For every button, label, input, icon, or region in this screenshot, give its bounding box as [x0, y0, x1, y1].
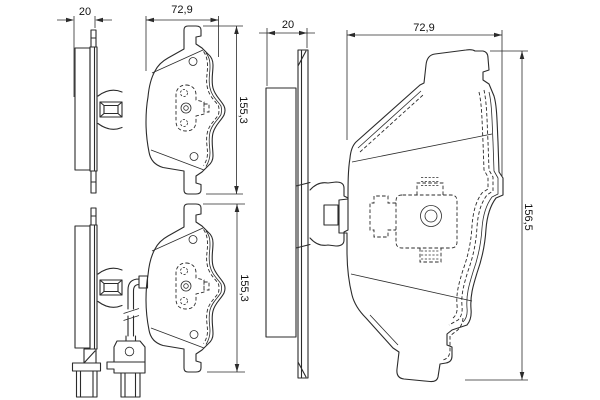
- inner-pad-side-view: 20: [259, 19, 349, 379]
- sensor-connector-side: [71, 348, 102, 398]
- wire-break-marks: [123, 308, 140, 321]
- sensor-plug: [106, 335, 146, 398]
- height-label: 156,5: [522, 203, 534, 231]
- outer-pad-side-view: 20: [57, 6, 123, 194]
- outer-pad-front-view-with-sensor: 155,3: [106, 203, 250, 398]
- plate-edge-front: [462, 91, 499, 323]
- dimension-lines: [259, 28, 315, 86]
- dimension-lines: [203, 203, 245, 373]
- center-hole: [420, 205, 442, 227]
- retainer-clip-side: [295, 181, 349, 249]
- inner-pad-front-view: 72,9 156,5: [338, 22, 534, 383]
- width-label: 72,9: [413, 22, 434, 34]
- dimension-lines: [346, 30, 528, 381]
- dimension-lines: [57, 16, 112, 97]
- dimension-arrows: [267, 30, 307, 36]
- dimension-lines: [145, 16, 243, 195]
- thickness-label: 20: [79, 6, 91, 18]
- sensor-wire: [127, 275, 149, 337]
- friction-material-side: [265, 87, 297, 338]
- piston-contact-dashed: [369, 182, 458, 263]
- height-label: 155,3: [237, 96, 249, 124]
- outer-pad-side-view-with-sensor: [71, 207, 123, 398]
- plate-bottom-lug: [90, 170, 97, 194]
- chamfer-lines: [350, 90, 493, 346]
- thickness-label: 20: [282, 19, 294, 31]
- dimension-arrows: [146, 17, 239, 195]
- sensor-eyelet: [124, 346, 135, 357]
- backing-plate-side: [297, 49, 309, 379]
- outer-pad-front-view: 72,9 155,3: [145, 4, 249, 195]
- width-label: 72,9: [171, 4, 192, 16]
- center-hole: [424, 209, 438, 223]
- shim-edge-dashed: [359, 89, 494, 361]
- dimension-arrows: [66, 17, 103, 23]
- vent-lines: [421, 177, 439, 260]
- height-label: 155,3: [238, 274, 250, 302]
- pad-outline-front: [338, 49, 504, 383]
